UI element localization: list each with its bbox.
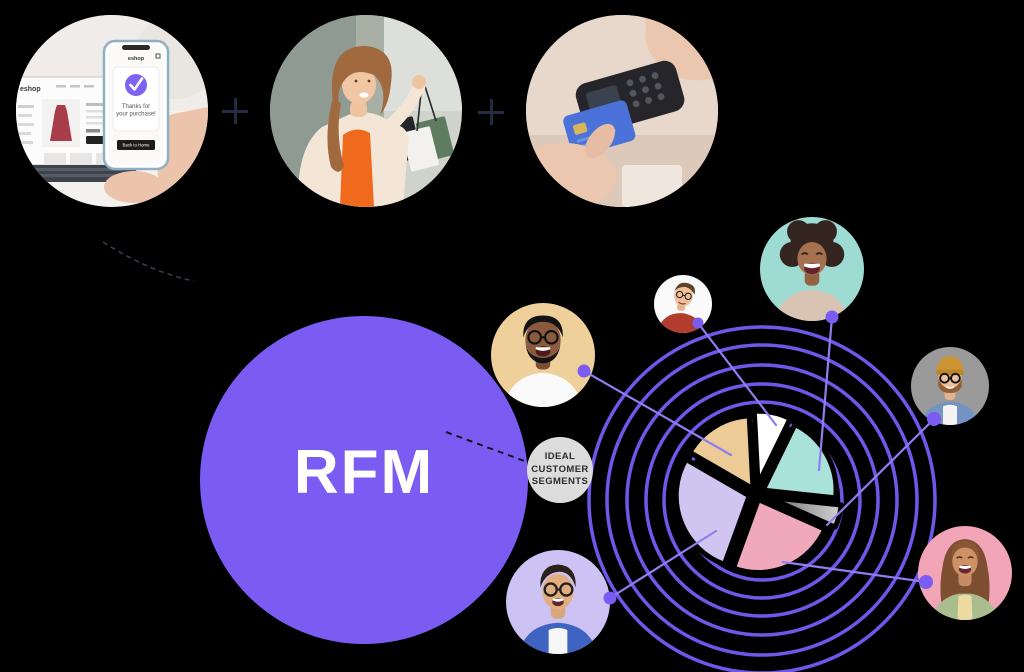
plus-icon xyxy=(222,98,248,124)
hair xyxy=(331,45,392,116)
face xyxy=(674,285,693,307)
glasses-icon xyxy=(675,290,692,300)
card-chip xyxy=(573,122,588,135)
shirt xyxy=(503,372,583,407)
face xyxy=(525,319,561,360)
hair xyxy=(540,564,576,588)
avatar-laughing-woman-teal xyxy=(760,217,864,321)
terminal-keypad xyxy=(626,72,665,108)
orbit-ring xyxy=(587,325,937,672)
avatar-man-glasses-lavender xyxy=(506,550,610,654)
thumb xyxy=(584,123,616,159)
orange-top xyxy=(340,129,374,207)
purchase-confirmation-photo: eshop eshop xyxy=(16,15,208,207)
avatar-laughing-woman-pink xyxy=(918,526,1012,620)
shopper-photo xyxy=(270,15,462,207)
hair xyxy=(523,315,563,338)
orbit-ring xyxy=(680,418,844,582)
back-to-home-label: Back to Home xyxy=(123,143,151,148)
hair-strand xyxy=(327,97,344,172)
orbit-ring xyxy=(662,400,862,600)
closed-eyes xyxy=(801,252,823,256)
front-hair xyxy=(951,541,979,562)
card-payment-photo xyxy=(526,15,718,207)
beanie-band xyxy=(935,369,965,376)
confirmation-card xyxy=(112,66,160,132)
smile xyxy=(678,301,686,305)
smile xyxy=(359,92,369,98)
glasses-icon xyxy=(939,372,961,384)
ideal-badge-line3: SEGMENTS xyxy=(531,476,589,488)
rfm-label: RFM xyxy=(293,437,435,507)
beard xyxy=(525,340,561,364)
back-to-home-button[interactable] xyxy=(117,140,155,150)
beanie xyxy=(936,356,964,373)
tee xyxy=(548,628,568,654)
rfm-circle: RFM xyxy=(200,316,528,644)
tee xyxy=(942,404,958,425)
check-icon xyxy=(129,77,144,91)
phone-shop-brand: eshop xyxy=(128,56,145,62)
smile xyxy=(945,386,955,389)
yellow-top xyxy=(957,594,973,620)
avatar-man-red-shirt xyxy=(654,275,712,333)
ideal-badge-line2: CUSTOMER xyxy=(531,463,589,475)
glasses-icon xyxy=(543,582,574,597)
avatar-man-beanie-gray xyxy=(911,347,989,425)
avatar-laughing-man-beige xyxy=(491,303,595,407)
laptop-shop-brand: eshop xyxy=(20,86,41,93)
cart-icon xyxy=(155,53,161,59)
neck xyxy=(350,101,367,117)
closed-eyes xyxy=(956,556,974,559)
ideal-badge-line1: IDEAL xyxy=(544,451,576,463)
phone: eshop Thanks for your purchase! Back to … xyxy=(102,39,170,171)
orbit-rings xyxy=(587,325,937,672)
shopper-scene xyxy=(270,15,462,207)
red-dress xyxy=(50,105,72,141)
glasses-icon xyxy=(527,330,559,345)
phone-notch xyxy=(122,45,150,50)
shopper-woman xyxy=(297,45,427,207)
face xyxy=(952,547,978,577)
beard xyxy=(938,378,962,394)
plus-icon xyxy=(478,99,504,125)
ideal-customer-segments-badge: IDEAL CUSTOMER SEGMENTS xyxy=(527,437,593,503)
orbit-ring xyxy=(625,363,899,637)
purchase-scene: eshop eshop xyxy=(16,15,208,207)
purchase-message-line2: your purchase! xyxy=(116,112,156,118)
payment-scene xyxy=(526,15,718,207)
purchase-message-line1: Thanks for xyxy=(122,104,150,110)
hand xyxy=(412,75,426,89)
orbit-ring xyxy=(605,343,919,657)
hair xyxy=(674,282,695,295)
